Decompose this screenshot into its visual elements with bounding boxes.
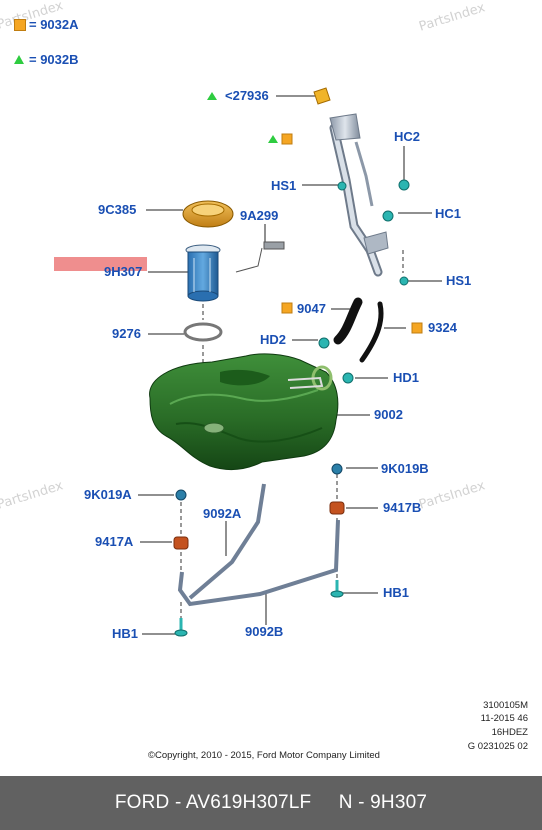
label-9417a: 9417A — [95, 534, 134, 549]
legend-square-icon — [14, 19, 26, 31]
drawing-ref: 3100105M — [483, 700, 528, 711]
isolator-9417b — [329, 501, 345, 515]
label-9092a: 9092A — [203, 506, 242, 521]
clamp-hc2 — [398, 179, 410, 191]
drawing-date: 11-2015 46 — [480, 713, 528, 724]
label-hs1-top: HS1 — [271, 178, 297, 193]
legend-square-label: = 9032A — [29, 17, 79, 32]
square-marker-icon — [281, 302, 293, 314]
filler-cap-27936 — [313, 87, 331, 105]
filler-pipe — [329, 113, 389, 277]
drawing-id: G 0231025 02 — [467, 741, 528, 752]
clamp-hs1-right — [399, 276, 409, 286]
legend-triangle-icon — [14, 55, 24, 64]
label-9276: 9276 — [112, 326, 141, 341]
fuel-tank — [149, 353, 339, 470]
fuel-pump-9h307 — [185, 244, 221, 302]
triangle-marker-icon — [268, 135, 278, 143]
label-hd1: HD1 — [393, 370, 420, 385]
label-9h307: 9H307 — [104, 264, 143, 279]
clamp-hs1-top — [337, 181, 347, 191]
square-marker-icon — [411, 322, 423, 334]
footer-bar: FORD - AV619H307LF N - 9H307 — [0, 776, 542, 830]
label-9324: 9324 — [428, 320, 457, 335]
clamp-hd2 — [318, 337, 330, 349]
label-27936: <27936 — [225, 88, 269, 103]
legend-triangle-label: = 9032B — [29, 52, 79, 67]
seal-ring-9276 — [183, 322, 223, 342]
label-hc2: HC2 — [394, 129, 421, 144]
strap-9092a — [188, 483, 266, 600]
highlight-bar — [54, 257, 147, 271]
label-9c385: 9C385 — [98, 202, 137, 217]
label-9417b: 9417B — [383, 500, 422, 515]
isolator-9417a — [173, 536, 189, 550]
label-hb1-left: HB1 — [112, 626, 139, 641]
triangle-marker-icon — [207, 92, 217, 100]
sender-9a299 — [235, 241, 285, 273]
bolt-9k019a — [175, 489, 187, 501]
label-9k019a: 9K019A — [84, 487, 132, 502]
copyright-notice: ©Copyright, 2010 - 2015, Ford Motor Comp… — [148, 750, 380, 761]
square-marker-icon — [281, 133, 293, 145]
label-hs1-right: HS1 — [446, 273, 472, 288]
label-9002: 9002 — [374, 407, 403, 422]
label-9a299: 9A299 — [240, 208, 279, 223]
bolt-hb1-right — [330, 580, 344, 598]
label-hd2: HD2 — [260, 332, 287, 347]
label-9047: 9047 — [297, 301, 326, 316]
footer-reference: N - 9H307 — [338, 792, 428, 813]
label-9k019b: 9K019B — [381, 461, 429, 476]
bolt-hb1-left — [174, 618, 188, 637]
bolt-9k019b — [331, 463, 343, 475]
drawing-code: 16HDEZ — [491, 727, 528, 738]
hose-9324 — [359, 301, 384, 363]
label-hb1-right: HB1 — [383, 585, 410, 600]
hose-9047 — [333, 297, 363, 345]
footer-part-number: FORD - AV619H307LF — [114, 792, 312, 813]
clamp-hc1 — [382, 210, 394, 222]
label-9092b: 9092B — [245, 624, 284, 639]
strap-9092b — [177, 519, 340, 607]
lock-ring-9c385 — [182, 200, 234, 228]
parts-diagram: PartsIndex PartsIndex PartsIndex PartsIn… — [0, 0, 528, 761]
clamp-hd1 — [342, 372, 354, 384]
label-hc1: HC1 — [435, 206, 462, 221]
fuel-system-drawing — [138, 87, 442, 637]
